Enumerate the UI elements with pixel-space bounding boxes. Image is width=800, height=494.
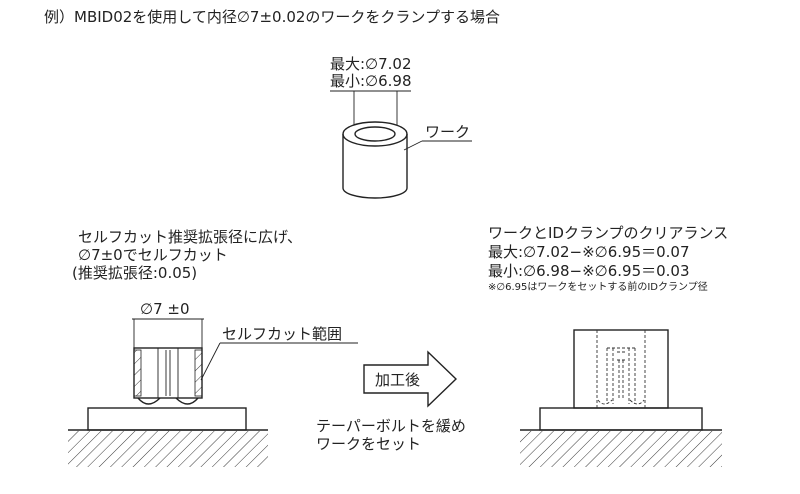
arrow-shape [363, 350, 458, 408]
clamp-foot-left [137, 397, 161, 405]
self-cut-note-line1: セルフカット推奨拡張径に広げ、 [78, 228, 302, 246]
right-base-plate [539, 407, 703, 431]
bottom-note-line2: ワークをセット [316, 435, 421, 453]
page-title: 例）MBID02を使用して内径∅7±0.02のワークをクランプする場合 [44, 8, 500, 26]
max-diameter-label: 最大:∅7.02 [330, 55, 412, 73]
self-cut-note-line2: ∅7±0でセルフカット [78, 246, 228, 264]
clearance-footnote: ※∅6.95はワークをセットする前のIDクランプ径 [488, 280, 708, 293]
cylinder-body [342, 134, 408, 199]
self-cut-note-line3: (推奨拡張径:0.05) [72, 264, 197, 282]
work-piece-diagram: 最大:∅7.02 最小:∅6.98 ワーク [330, 55, 472, 199]
clearance-min: 最小:∅6.98−※∅6.95＝0.03 [488, 262, 690, 280]
left-dim-label: ∅7 ±0 [140, 300, 190, 318]
self-cut-note: セルフカット推奨拡張径に広げ、 ∅7±0でセルフカット (推奨拡張径:0.05) [72, 228, 302, 282]
cylinder-bore [354, 126, 396, 142]
right-work-piece [573, 329, 669, 409]
process-arrow: 加工後 [363, 350, 458, 408]
work-label: ワーク [425, 123, 470, 141]
hidden-foot-left [597, 399, 613, 405]
work-leader-line [403, 140, 423, 151]
self-cut-zone-left [133, 349, 142, 397]
cylinder-top [342, 121, 408, 147]
self-cut-drawing: ∅7 ±0 セルフカット範囲 [68, 300, 358, 467]
min-diameter-label: 最小:∅6.98 [330, 72, 412, 90]
clearance-max: 最大:∅7.02−※∅6.95＝0.07 [488, 243, 690, 261]
bottom-note-line1: テーパーボルトを緩め [316, 417, 466, 435]
clearance-title: ワークとIDクランプのクリアランス [488, 224, 728, 242]
clamp-foot-right [175, 397, 199, 405]
hidden-foot-right [629, 399, 645, 405]
clamp-body [133, 347, 203, 399]
right-ground-hatch [520, 431, 722, 467]
left-base-plate [87, 407, 247, 431]
self-cut-leader [200, 342, 221, 381]
arrow-label: 加工後 [375, 371, 420, 389]
clearance-note: ワークとIDクランプのクリアランス 最大:∅7.02−※∅6.95＝0.07 最… [488, 224, 728, 293]
left-ground-hatch [68, 431, 268, 467]
self-cut-range-label: セルフカット範囲 [222, 325, 342, 343]
work-set-drawing [520, 329, 722, 467]
self-cut-zone-right [194, 349, 203, 397]
